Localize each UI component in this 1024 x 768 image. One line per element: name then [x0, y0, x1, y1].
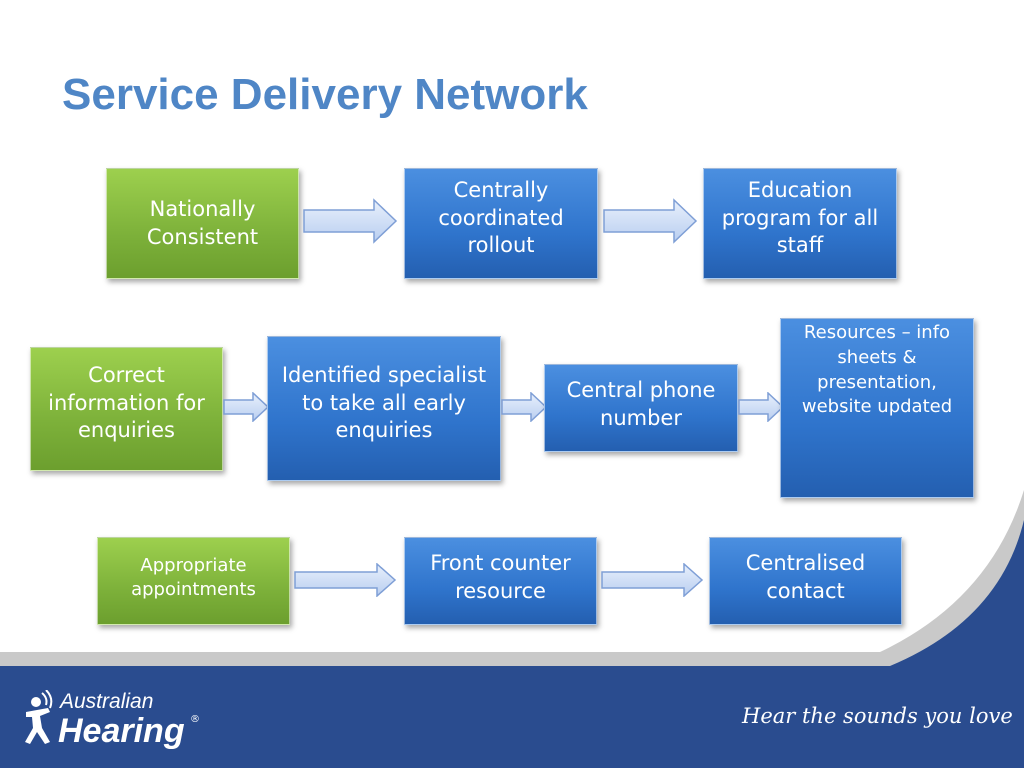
box-centrally-coordinated-rollout: Centrally coordinated rollout: [404, 168, 598, 279]
brand-name-line1: Australian: [60, 690, 154, 713]
box-identified-specialist: Identified specialist to take all early …: [267, 336, 501, 481]
box-nationally-consistent: Nationally Consistent: [106, 168, 299, 279]
box-label: Appropriate appointments: [131, 555, 256, 600]
brand-name-line2: Hearing: [58, 712, 185, 750]
registered-mark: ®: [190, 714, 200, 725]
box-centralised-contact: Centralised contact: [709, 537, 902, 625]
arrow-right-icon: [294, 563, 397, 597]
arrow-right-icon: [601, 563, 704, 597]
box-education-program: Education program for all staff: [703, 168, 897, 279]
box-central-phone-number: Central phone number: [544, 364, 738, 452]
hearing-logo-icon: [25, 690, 53, 744]
box-resources: Resources – info sheets & presentation, …: [780, 318, 974, 498]
box-label: Resources – info sheets & presentation, …: [801, 322, 953, 418]
box-label: Front counter resource: [430, 551, 571, 603]
box-label: Correct information for enquiries: [48, 363, 205, 443]
arrow-right-icon: [223, 392, 269, 422]
arrow-right-icon: [603, 198, 698, 244]
box-label: Centrally coordinated rollout: [438, 178, 564, 258]
arrow-right-icon: [501, 392, 547, 422]
page-title: Service Delivery Network: [62, 70, 588, 119]
box-label: Identified specialist to take all early …: [281, 363, 487, 443]
box-label: Education program for all staff: [721, 178, 879, 258]
arrow-right-icon: [303, 198, 398, 244]
box-correct-information: Correct information for enquiries: [30, 347, 223, 471]
arrow-right-icon: [738, 392, 784, 422]
box-label: Centralised contact: [745, 551, 866, 603]
box-front-counter-resource: Front counter resource: [404, 537, 597, 625]
box-label: Central phone number: [566, 378, 716, 430]
box-label: Nationally Consistent: [146, 196, 259, 249]
brand-tagline: Hear the sounds you love: [742, 704, 1013, 728]
box-appropriate-appointments: Appropriate appointments: [97, 537, 290, 625]
